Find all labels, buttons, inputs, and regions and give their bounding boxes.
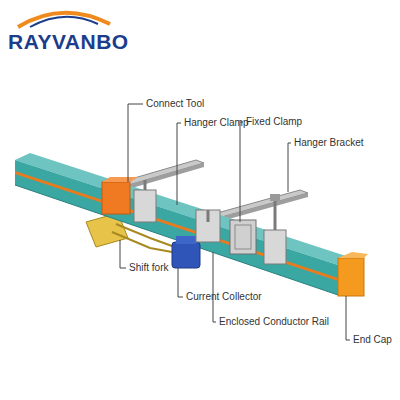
leader-line (288, 143, 291, 192)
hanger-clamp (134, 190, 156, 222)
leader-line (128, 104, 143, 182)
connect-tool (102, 177, 138, 182)
leader-line (120, 240, 126, 268)
leader-line (346, 296, 350, 340)
leader-line (240, 122, 243, 222)
clamp-stem (274, 200, 277, 230)
end-cap (338, 252, 368, 258)
connect-tool (102, 182, 130, 214)
part-label: End Cap (353, 334, 392, 346)
fixed-clamp (230, 220, 256, 254)
hanger-bracket (192, 190, 308, 223)
leader-line (213, 252, 216, 322)
current-collector (176, 236, 196, 244)
hanger-clamp (264, 230, 286, 264)
part-label: Fixed Clamp (246, 116, 302, 128)
part-label: Current Collector (186, 291, 262, 303)
current-collector (172, 242, 200, 268)
hanger-clamp (196, 210, 220, 242)
part-label: Connect Tool (146, 98, 204, 110)
leader-line (177, 123, 181, 205)
end-cap (338, 258, 364, 296)
part-label: Shift fork (129, 262, 168, 274)
logo-swoosh (18, 13, 110, 27)
bolt (270, 194, 280, 201)
leader-line (178, 268, 183, 297)
part-label: Hanger Bracket (294, 137, 363, 149)
part-label: Enclosed Conductor Rail (219, 316, 329, 328)
clamp-stem (144, 180, 147, 190)
part-label: Hanger Clamp (184, 117, 248, 129)
fixed-clamp (235, 225, 251, 249)
clamp-stem (207, 210, 210, 222)
brand-logo: RAYVANBO (8, 30, 129, 54)
logo-swoosh (30, 17, 98, 27)
